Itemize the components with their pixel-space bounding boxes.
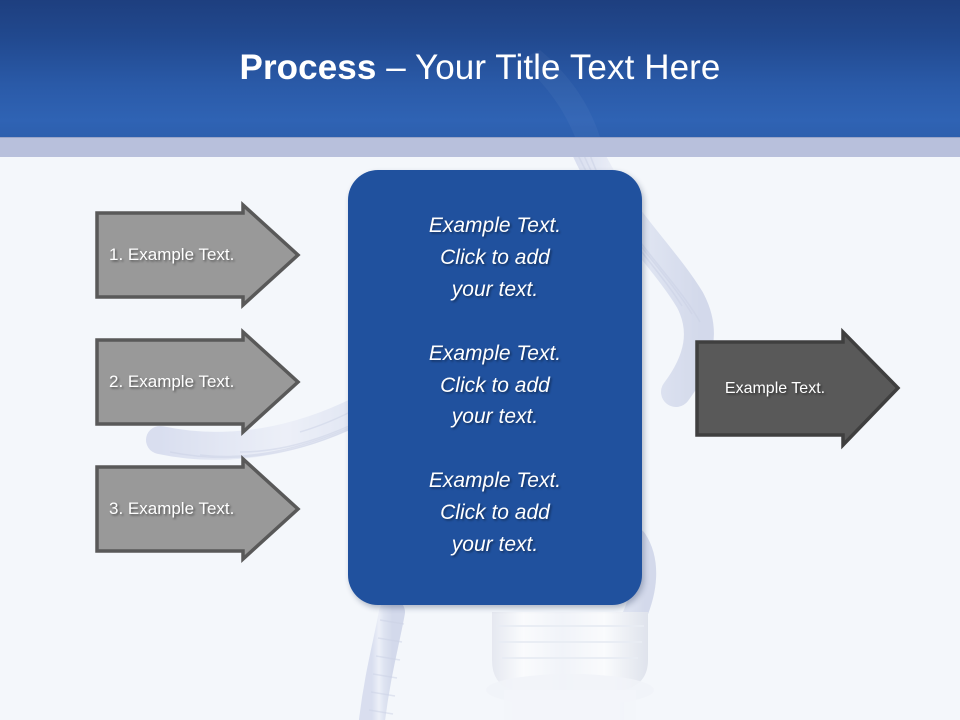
process-step-arrow-1[interactable]: 1. Example Text. [95, 201, 301, 309]
process-result-arrow[interactable]: Example Text. [695, 327, 901, 450]
process-step-arrow-2-label: 2. Example Text. [109, 372, 235, 391]
process-step-arrow-3[interactable]: 3. Example Text. [95, 455, 301, 563]
page-title-bold: Process [239, 48, 387, 88]
center-content-panel[interactable]: Example Text. Click to add your text. Ex… [348, 170, 642, 605]
process-step-arrow-2[interactable]: 2. Example Text. [95, 328, 301, 436]
arrow-right-shape-icon [95, 455, 301, 563]
process-result-arrow-label: Example Text. [724, 379, 826, 397]
center-panel-paragraph-2: Example Text. Click to add your text. [428, 341, 562, 429]
page-title-rest: – Your Title Text Here [386, 48, 721, 88]
header-accent-band [0, 137, 960, 157]
center-panel-paragraph-1: Example Text. Click to add your text. [428, 213, 562, 301]
process-step-arrow-3-label: 3. Example Text. [109, 499, 235, 518]
process-step-arrow-1-label: 1. Example Text. [109, 245, 235, 264]
center-panel-paragraph-3: Example Text. Click to add your text. [428, 469, 562, 557]
arrow-right-shape-icon [95, 328, 301, 436]
arrow-right-shape-icon [95, 201, 301, 309]
header-bar: Process – Your Title Text Here [0, 0, 960, 137]
page-title: Process – Your Title Text Here [0, 0, 960, 137]
arrow-right-shape-icon [695, 327, 901, 450]
